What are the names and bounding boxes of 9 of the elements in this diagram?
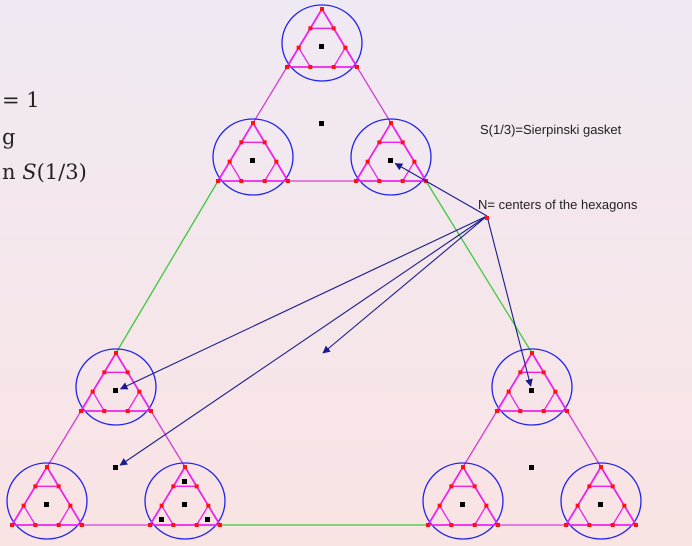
- formula-text: g: [2, 125, 16, 149]
- arrow: [120, 216, 488, 466]
- arrow: [394, 163, 488, 216]
- callout-text: N= centers of the hexagons: [478, 197, 638, 212]
- formula-text: n S(1/3): [2, 160, 87, 184]
- arrow: [322, 216, 488, 354]
- arrow: [120, 216, 488, 390]
- formula-text: = 1: [2, 88, 40, 112]
- note-text: S(1/3)=Sierpinski gasket: [480, 122, 622, 137]
